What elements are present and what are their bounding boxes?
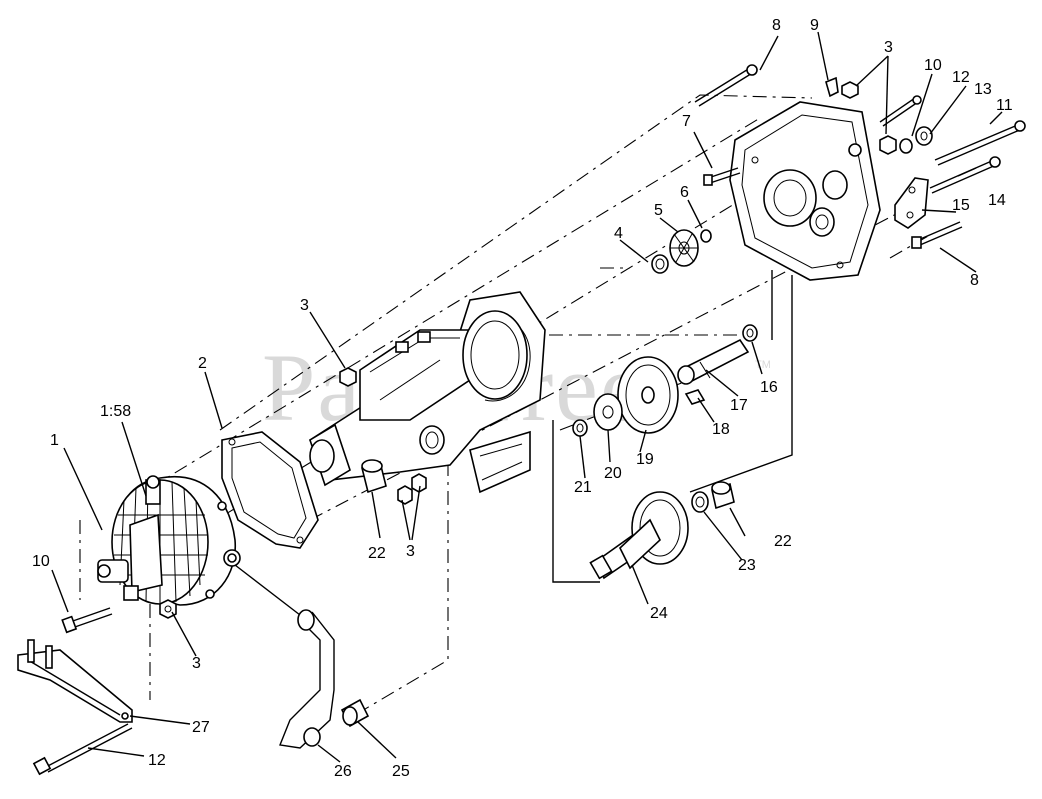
callout-22-left: 22 [368,545,386,562]
bolt-part-8-lower [911,221,963,249]
right-cover [729,101,881,281]
nut-part-3-top-right [879,135,897,155]
callout-2: 2 [198,355,207,372]
bushing-part-21 [572,419,588,437]
bushing-part-4 [651,254,669,274]
callout-11: 11 [996,97,1013,114]
callout-15: 15 [952,197,970,214]
callout-12-top: 12 [952,69,970,86]
washer-part-23 [691,491,709,513]
callout-4: 4 [614,225,623,242]
callout-26: 26 [334,763,352,780]
callout-6: 6 [680,184,689,201]
callout-3-pump: 3 [192,655,201,672]
bolt-part-12 [32,723,133,776]
ring-part-6 [700,229,712,243]
callout-13: 13 [974,81,992,98]
callout-17: 17 [730,397,748,414]
callout-24: 24 [650,605,668,622]
callout-25: 25 [392,763,410,780]
nut-part-3-lower [397,473,427,505]
bolt-part-8-top [694,64,758,107]
nut-part-3-bottom [159,599,177,619]
pipe-part-26 [279,609,335,749]
callout-23: 23 [738,557,756,574]
callout-3-housing: 3 [300,297,309,314]
callout-1: 1 [50,432,59,449]
callout-8-lower: 8 [970,272,979,289]
callout-labels: 1 1:58 2 3 3 3 3 4 5 6 7 8 8 9 10 10 11 … [32,17,1013,780]
washer-part-16 [742,324,758,342]
washer-part-13 [899,126,933,154]
pump-part-1 [97,475,241,606]
guide-lines [234,270,793,616]
shaft-part-17 [677,338,750,385]
callout-7: 7 [682,113,691,130]
callout-10-top: 10 [924,57,942,74]
callout-14: 14 [988,192,1006,209]
callout-5: 5 [654,202,663,219]
callout-18: 18 [712,421,730,438]
gear-part-5 [669,229,699,267]
callout-16: 16 [760,379,778,396]
bracket-part-27 [17,639,133,723]
callout-3-top: 3 [884,39,893,56]
callout-1-58: 1:58 [100,403,131,420]
nut-part-3-upper [339,367,357,387]
bolt-part-7 [703,167,741,186]
callout-20: 20 [604,465,622,482]
clip-part-9 [825,76,859,99]
gear-part-19 [617,356,679,434]
bolt-part-10-left [61,607,113,634]
callout-22-right: 22 [774,533,792,550]
callout-21: 21 [574,479,592,496]
callout-8-top: 8 [772,17,781,34]
plate-part-15 [894,177,929,229]
callout-3-lower: 3 [406,543,415,560]
gear-part-20 [593,393,623,431]
sleeve-part-22-left [361,459,387,494]
callout-27: 27 [192,719,210,736]
bolt-part-14 [929,156,1001,194]
main-housing [308,291,546,494]
callout-10-left: 10 [32,553,50,570]
sleeve-part-22-right [711,481,735,510]
bolt-part-11 [934,120,1026,166]
leader-lines [51,31,1003,763]
gear-shaft-part-24 [589,491,689,580]
callout-9: 9 [810,17,819,34]
callout-12-bottom: 12 [148,752,166,769]
gasket-part-2 [221,431,319,549]
fitting-part-25 [340,698,370,728]
callout-19: 19 [636,451,654,468]
